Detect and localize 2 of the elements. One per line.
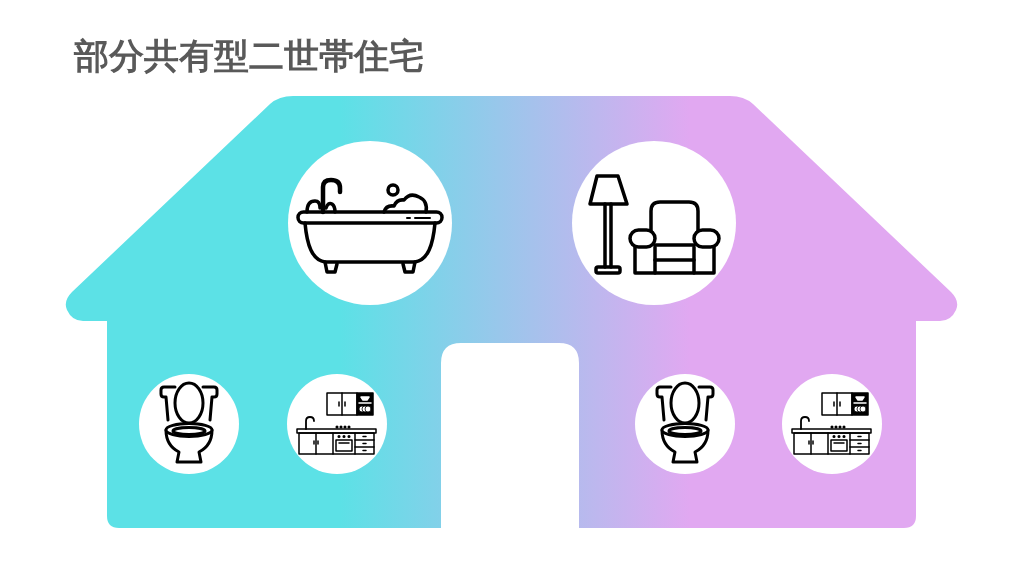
title: 部分共有型二世帯住宅: [74, 37, 424, 76]
house-shape: [65, 96, 958, 528]
